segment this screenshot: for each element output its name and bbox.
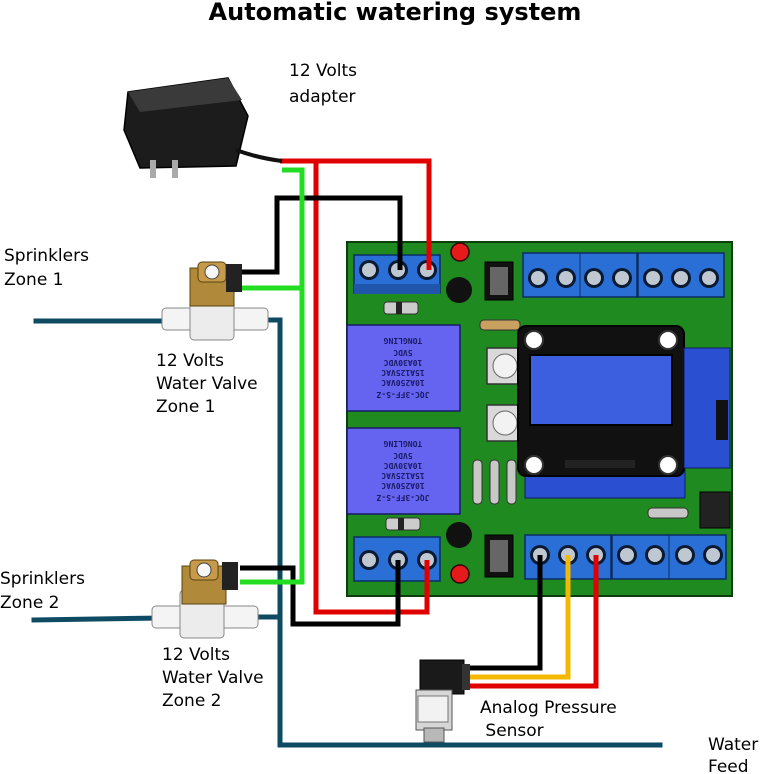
resistors <box>472 459 689 519</box>
label-adapter-2: adapter <box>289 87 356 107</box>
wire-black-sensor <box>462 555 543 671</box>
water-valve-zone1 <box>161 261 269 341</box>
water-pipes <box>31 317 663 748</box>
label-water-feed-1: Water <box>708 735 758 755</box>
relay-2: JQC-3FF-S-Z 10A250VAC 15A125VAC 10A30VDC… <box>346 427 461 515</box>
labels: 12 Volts adapter Sprinklers Zone 1 12 Vo… <box>0 61 758 774</box>
label-pressure-sensor-2: Sensor <box>480 721 544 741</box>
wire-red-power <box>280 158 432 270</box>
relay-1-text-4: 10A30VDC <box>384 358 423 367</box>
water-valve-zone2 <box>151 559 259 639</box>
wires <box>240 158 599 689</box>
terminal-block-top-right <box>522 252 725 298</box>
pipe-zone2 <box>31 615 163 623</box>
terminal-block-power <box>353 254 441 294</box>
relay-1-text-1: JQC-3FF-S-Z <box>376 390 429 399</box>
wire-red-zone2 <box>313 161 430 615</box>
relay-2-text-1: JQC-3FF-S-Z <box>376 493 429 502</box>
label-valve-zone1-1: 12 Volts <box>156 351 224 371</box>
label-valve-zone2-3: Zone 2 <box>162 691 222 711</box>
relay-1: JQC-3FF-S-Z 10A250VAC 15A125VAC 10A30VDC… <box>346 324 461 412</box>
relay-2-text-5: 5VDC <box>393 451 412 460</box>
relay-1-text-5: 5VDC <box>393 348 412 357</box>
wire-black-zone1 <box>240 195 403 275</box>
controller-board: JQC-3FF-S-Z 10A250VAC 15A125VAC 10A30VDC… <box>346 241 733 597</box>
relay-1-text-3: 15A125VAC <box>381 368 425 377</box>
pressure-sensor <box>415 659 470 743</box>
relay-1-text-6: TONGLING <box>384 336 423 345</box>
power-adapter <box>123 77 283 178</box>
label-valve-zone1-3: Zone 1 <box>156 397 216 417</box>
relay-1-text-2: 10A250VAC <box>381 378 425 387</box>
wire-red-sensor <box>468 555 599 689</box>
wire-green-common <box>240 167 305 585</box>
pipe-zone1-feed <box>262 317 663 748</box>
label-sprinklers-zone1-1: Sprinklers <box>4 246 89 266</box>
label-sprinklers-zone2-2: Zone 2 <box>0 593 60 613</box>
label-sprinklers-zone1-2: Zone 1 <box>4 270 64 290</box>
label-water-feed-2: Feed <box>708 757 749 774</box>
wire-black-zone2 <box>240 560 401 627</box>
terminal-block-sensor <box>524 534 727 580</box>
relay-2-text-3: 15A125VAC <box>381 471 425 480</box>
label-valve-zone2-1: 12 Volts <box>162 645 230 665</box>
wire-yellow-sensor <box>468 555 571 680</box>
lcd-module <box>517 325 731 529</box>
relay-2-text-4: 10A30VDC <box>384 461 423 470</box>
label-sprinklers-zone2-1: Sprinklers <box>0 569 85 589</box>
label-adapter-1: 12 Volts <box>289 61 357 81</box>
label-valve-zone1-2: Water Valve <box>156 374 258 394</box>
diagram-title: Automatic watering system <box>209 0 582 26</box>
relay-2-text-2: 10A250VAC <box>381 481 425 490</box>
relay-2-text-6: TONGLING <box>384 439 423 448</box>
label-valve-zone2-2: Water Valve <box>162 668 264 688</box>
label-pressure-sensor-1: Analog Pressure <box>480 698 617 718</box>
